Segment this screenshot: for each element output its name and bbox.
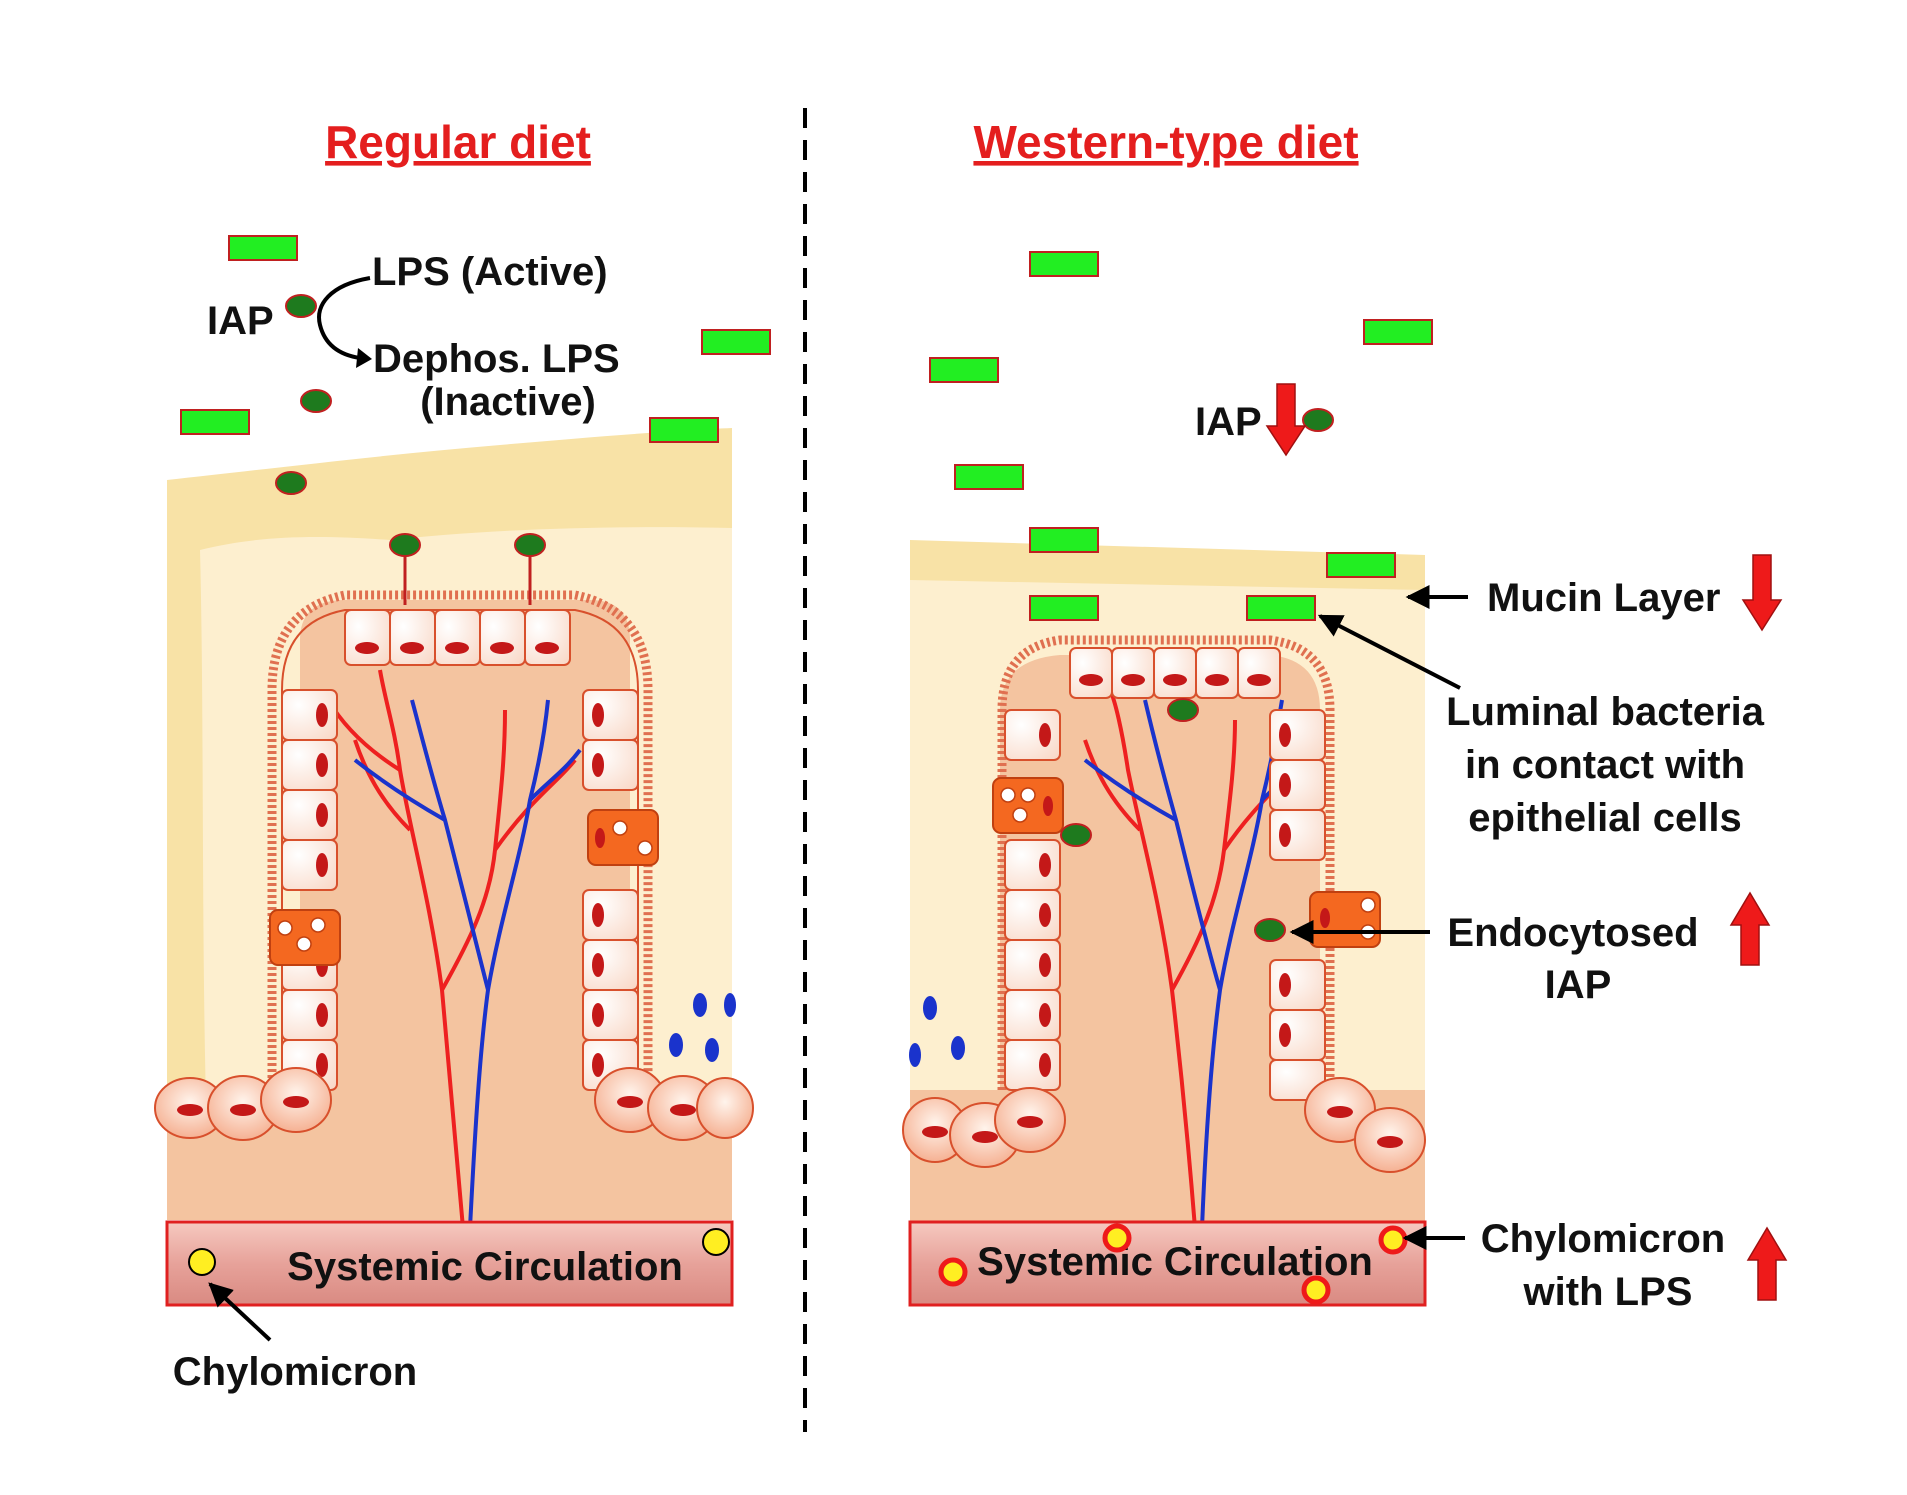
reaction-arrow <box>317 276 371 360</box>
crypt-cells-right <box>902 1077 1426 1173</box>
chylomicron-pointer <box>208 1282 272 1342</box>
chylomicron <box>188 1248 216 1276</box>
luminal-bacteria-label-3: epithelial cells <box>1468 796 1741 840</box>
iap-decrease-arrow <box>1265 383 1307 457</box>
luminal-bacteria-label-1: Luminal bacteria <box>1446 690 1765 734</box>
vein-tree-left <box>353 699 582 1229</box>
goblet-cell <box>1309 891 1381 948</box>
left-panel: Systemic Circulation IAP LPS (Active) De… <box>154 235 771 1394</box>
systemic-circulation-right <box>908 1220 1427 1307</box>
goblet-cell <box>587 809 659 866</box>
bacteria-right <box>929 251 1433 621</box>
luminal-bacteria-label-2: in contact with <box>1465 743 1745 787</box>
dephos-lps-inactive-label: (Inactive) <box>420 380 596 424</box>
chylomicron <box>702 1228 730 1256</box>
lps-active-label: LPS (Active) <box>372 250 608 294</box>
iap-label-left: IAP <box>207 299 274 343</box>
villus-epithelium-left <box>267 590 659 1091</box>
systemic-circulation-label-right: Systemic Circulation <box>977 1240 1373 1284</box>
endocytosed-iap-label-1: Endocytosed <box>1447 911 1698 955</box>
chylomicron-lps-label-2: with LPS <box>1523 1270 1693 1314</box>
mucin-droplets-right <box>909 996 965 1067</box>
dephos-lps-label: Dephos. LPS <box>373 337 620 381</box>
mucin-decrease-arrow <box>1741 554 1783 632</box>
chylomicron-increase-arrow <box>1746 1226 1788 1301</box>
iap-label-right: IAP <box>1195 400 1262 444</box>
right-panel: Systemic Circulation IAP <box>902 251 1788 1314</box>
mucin-droplets-left <box>669 993 736 1062</box>
title-western-diet: Western-type diet <box>973 116 1358 168</box>
bacteria-contact-pointer <box>1317 614 1461 690</box>
systemic-circulation-left <box>165 1220 734 1307</box>
chylomicron-lps-label-1: Chylomicron <box>1481 1217 1725 1261</box>
endocytosed-increase-arrow <box>1729 891 1771 966</box>
bacteria-left <box>180 235 771 443</box>
systemic-circulation-label-left: Systemic Circulation <box>287 1245 683 1289</box>
chylomicron-label: Chylomicron <box>173 1350 417 1394</box>
mucin-layer-label: Mucin Layer <box>1487 576 1720 620</box>
iap-molecules-left <box>275 294 546 557</box>
goblet-cell <box>992 777 1064 834</box>
villus-epithelium-right <box>992 635 1381 1101</box>
iap-molecules-right <box>1060 408 1334 942</box>
goblet-cell <box>269 909 341 966</box>
title-regular-diet: Regular diet <box>325 116 591 168</box>
endocytosed-iap-label-2: IAP <box>1545 963 1612 1007</box>
